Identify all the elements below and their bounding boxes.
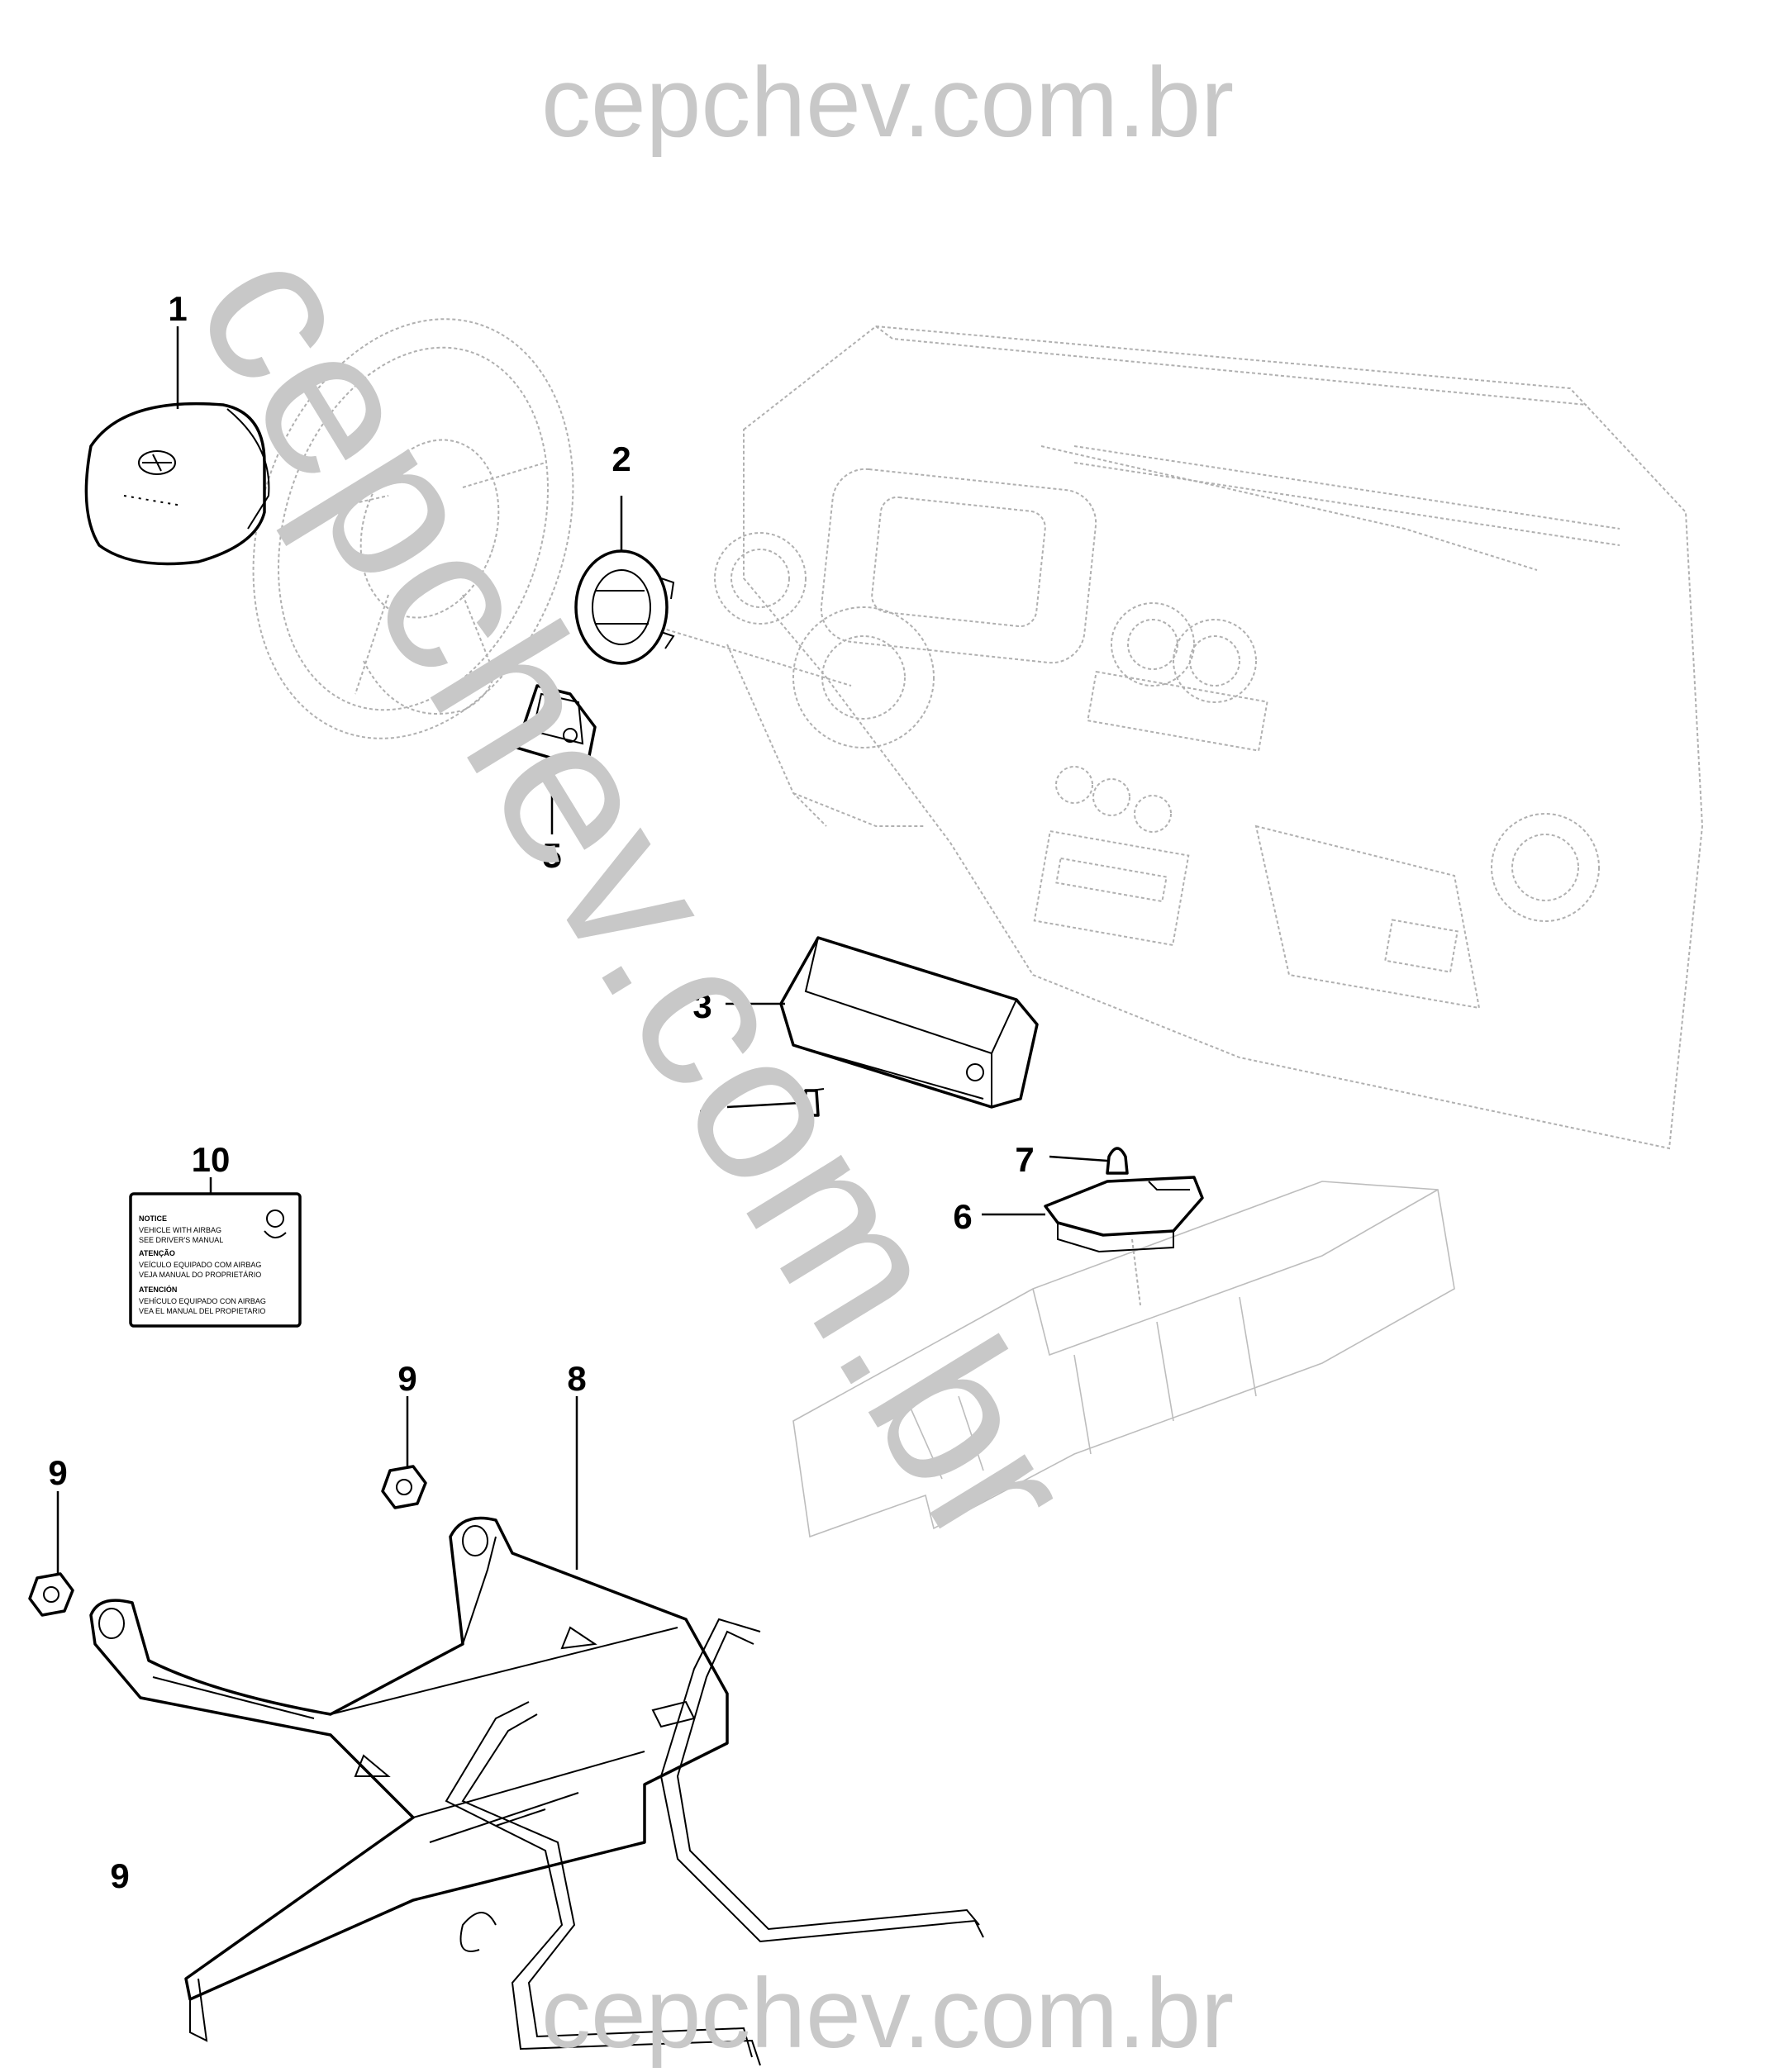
callout-9-lower: 9 <box>110 1856 129 1895</box>
watermark-bottom: cepchev.com.br <box>541 1958 1234 2069</box>
callout-1: 1 <box>168 289 187 328</box>
callout-numbers: 1 2 3 4 5 6 7 8 9 9 9 10 <box>48 289 1034 1895</box>
part-10-warning-label[interactable] <box>129 1192 302 1328</box>
label-notice-line1: VEHICLE WITH AIRBAG <box>139 1226 221 1234</box>
ghost-floor-console <box>792 1181 1455 1538</box>
callout-6: 6 <box>953 1197 972 1236</box>
part-6-sensing-module[interactable] <box>1044 1176 1204 1253</box>
watermark-diagonal: cepchev.com.br <box>151 207 1121 1584</box>
assembly-guides <box>660 627 1141 1306</box>
part-4-screw[interactable] <box>797 1088 825 1117</box>
label-atencion-title: ATENCIÓN <box>139 1285 177 1294</box>
watermark-top: cepchev.com.br <box>541 47 1234 158</box>
label-atencion-line2: VEA EL MANUAL DEL PROPIETARIO <box>139 1307 265 1315</box>
callout-3: 3 <box>692 986 711 1025</box>
leader-lines <box>56 326 1108 1574</box>
label-atencao-title: ATENÇÃO <box>139 1249 175 1257</box>
ghost-dashboard <box>714 325 1704 1150</box>
label-atencao-line2: VEJA MANUAL DO PROPRIETÁRIO <box>139 1271 261 1279</box>
callout-4: 4 <box>699 1088 719 1127</box>
label-notice-title: NOTICE <box>139 1214 167 1223</box>
callout-5: 5 <box>542 836 561 875</box>
part-3-passenger-airbag[interactable] <box>779 936 1039 1109</box>
callout-10: 10 <box>192 1140 231 1179</box>
label-notice-line2: SEE DRIVER'S MANUAL <box>139 1236 223 1244</box>
part-8-wire-rods <box>445 1618 984 2066</box>
callout-2: 2 <box>611 440 631 478</box>
part-5-cover[interactable] <box>515 684 597 770</box>
callout-7: 7 <box>1015 1140 1034 1179</box>
label-atencao-line1: VEÍCULO EQUIPADO COM AIRBAG <box>139 1261 261 1269</box>
ghost-steering-wheel <box>252 318 574 739</box>
callout-9-left: 9 <box>48 1453 67 1492</box>
part-7-nut[interactable] <box>1106 1147 1129 1175</box>
callout-9-upper: 9 <box>397 1359 416 1398</box>
part-9-nut-upper[interactable] <box>381 1465 427 1509</box>
part-8-bracket[interactable] <box>89 1516 729 2042</box>
part-1-driver-airbag[interactable] <box>84 402 270 566</box>
part-9-nut-left[interactable] <box>28 1572 74 1617</box>
warning-label-text: NOTICE VEHICLE WITH AIRBAG SEE DRIVER'S … <box>139 1214 266 1315</box>
callout-8: 8 <box>567 1359 586 1398</box>
label-atencion-line1: VEHÍCULO EQUIPADO CON AIRBAG <box>139 1297 266 1305</box>
watermarks: cepchev.com.br cepchev.com.br cepchev.co… <box>151 47 1234 2069</box>
